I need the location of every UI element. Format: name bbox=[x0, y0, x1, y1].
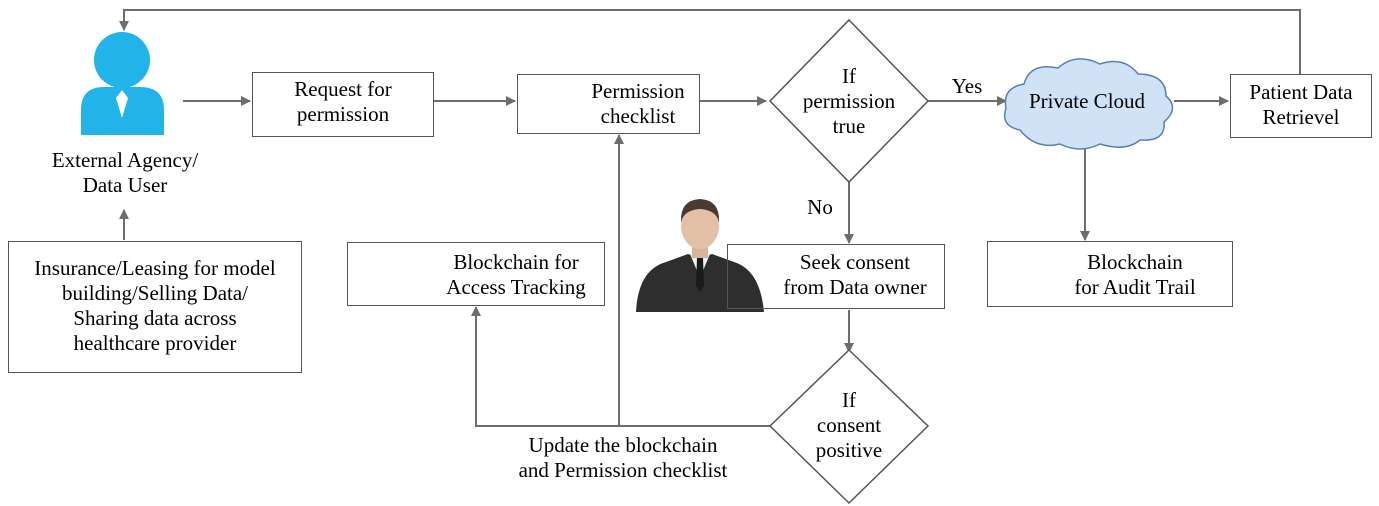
retrieval-label-line1: Patient Data bbox=[1249, 80, 1353, 104]
consent-decision-label: If consent positive bbox=[790, 388, 908, 463]
agent-label-line2: Data User bbox=[82, 173, 168, 197]
cloud-shape bbox=[1003, 58, 1174, 150]
data-owner-icon bbox=[636, 199, 764, 312]
arrow-retrieval-to-user bbox=[119, 9, 1301, 78]
blockchain-audit-box bbox=[987, 241, 1233, 307]
update-line1: Update the blockchain bbox=[528, 433, 718, 457]
arrow-update-to-access bbox=[471, 306, 770, 427]
request-permission-box bbox=[252, 72, 434, 137]
checklist-label-line1: Permission bbox=[591, 79, 685, 103]
use-cases-line1: Insurance/Leasing for model bbox=[34, 256, 276, 280]
consent-decision-line2: consent bbox=[816, 413, 882, 437]
permission-decision-line1: If bbox=[842, 64, 856, 88]
blockchain-audit-line1: Blockchain bbox=[1087, 250, 1183, 274]
blockchain-access-label: Blockchain for Access Tracking bbox=[430, 250, 602, 300]
permission-decision-diamond bbox=[768, 18, 930, 184]
blockchain-access-box bbox=[347, 242, 605, 306]
seek-consent-line1: Seek consent bbox=[799, 250, 911, 274]
patient-data-retrieval-box bbox=[1230, 74, 1372, 138]
blockchain-access-line2: Access Tracking bbox=[446, 275, 586, 299]
agent-label: External Agency/ Data User bbox=[20, 148, 230, 198]
request-label-line1: Request for bbox=[294, 77, 392, 101]
consent-decision-line1: If bbox=[842, 388, 856, 412]
connectors bbox=[119, 9, 1301, 427]
permission-decision-label: If permission true bbox=[790, 64, 908, 139]
user-icon bbox=[81, 32, 164, 135]
blockchain-access-line1: Blockchain for bbox=[453, 250, 579, 274]
update-label: Update the blockchain and Permission che… bbox=[490, 433, 756, 483]
consent-decision-line3: positive bbox=[815, 438, 883, 462]
agent-label-line1: External Agency/ bbox=[51, 148, 199, 172]
checklist-label-line2: checklist bbox=[600, 104, 676, 128]
use-cases-line4: healthcare provider bbox=[73, 331, 237, 355]
retrieval-label-line2: Retrievel bbox=[1262, 105, 1340, 129]
request-label: Request for permission bbox=[252, 77, 434, 127]
cloud-label: Private Cloud bbox=[1028, 89, 1146, 113]
yes-label: Yes bbox=[951, 74, 983, 98]
permission-decision-line2: permission bbox=[802, 89, 896, 113]
use-cases-line2: building/Selling Data/ bbox=[61, 281, 249, 305]
consent-decision-diamond bbox=[768, 348, 930, 505]
seek-consent-line2: from Data owner bbox=[783, 275, 927, 299]
use-cases-box bbox=[8, 241, 302, 373]
blockchain-audit-line2: for Audit Trail bbox=[1074, 275, 1196, 299]
checklist-label: Permission checklist bbox=[576, 79, 700, 129]
permission-decision-line3: true bbox=[832, 114, 866, 138]
request-label-line2: permission bbox=[296, 102, 390, 126]
use-cases-line3: Sharing data across bbox=[73, 306, 237, 330]
retrieval-label: Patient Data Retrievel bbox=[1230, 80, 1372, 130]
blockchain-audit-label: Blockchain for Audit Trail bbox=[1050, 250, 1220, 300]
permission-checklist-box bbox=[517, 74, 700, 134]
no-label: No bbox=[807, 195, 833, 219]
update-line2: and Permission checklist bbox=[518, 458, 728, 482]
use-cases-label: Insurance/Leasing for model building/Sel… bbox=[8, 256, 302, 356]
seek-consent-box bbox=[727, 244, 945, 309]
seek-consent-label: Seek consent from Data owner bbox=[768, 250, 942, 300]
